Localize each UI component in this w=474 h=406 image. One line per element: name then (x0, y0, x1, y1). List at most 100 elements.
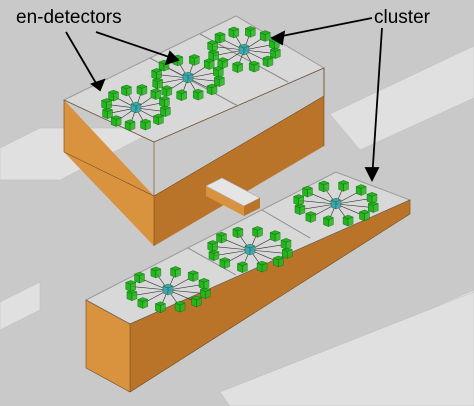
link-line (212, 46, 245, 51)
hub-icon (182, 71, 194, 84)
detector-icon (125, 280, 137, 292)
detector-icon (358, 209, 371, 222)
connector-bridge (205, 177, 261, 216)
detector-icon (192, 88, 204, 101)
detector-icon (152, 113, 165, 126)
detector-icon (281, 247, 293, 259)
detector-icon (107, 89, 120, 102)
link-line (299, 203, 337, 211)
detector-icon (110, 115, 122, 127)
callout-arrows (65, 17, 383, 183)
detector-icon (259, 30, 271, 42)
detector-icon (318, 180, 330, 193)
cluster-cell-3 (207, 26, 281, 73)
detector-icon (213, 75, 225, 87)
detector-icon (301, 185, 314, 198)
link-line (167, 289, 206, 294)
detector-icon (262, 55, 274, 68)
detector-icon (187, 270, 199, 282)
hub-icon (162, 283, 174, 296)
detector-icon (215, 231, 228, 244)
detector-icon (133, 271, 146, 284)
hub-icon (244, 243, 256, 256)
detector-icon (236, 261, 248, 273)
detector-icon (136, 84, 148, 96)
detector-icon (232, 61, 244, 73)
detector-icon (217, 57, 229, 69)
detector-icon (158, 96, 170, 108)
detector-icon (248, 60, 260, 73)
detector-icon (161, 85, 173, 97)
detector-icon (207, 240, 219, 252)
detector-icon (159, 105, 171, 117)
link-line (298, 200, 337, 205)
detector-icon (102, 107, 114, 120)
detector-icon (366, 192, 378, 204)
detector-icon (269, 47, 281, 59)
detector-icon (280, 238, 292, 250)
link-line (167, 283, 205, 291)
detector-icon (124, 119, 136, 131)
cluster-label: cluster (374, 7, 430, 28)
cluster-cell-4 (125, 266, 211, 313)
cluster-cell-1 (101, 84, 171, 131)
detector-icon (176, 89, 188, 101)
detector-icon (293, 194, 305, 206)
cluster-cell-5 (207, 226, 293, 273)
detector-icon (206, 83, 218, 96)
link-line (187, 77, 220, 82)
detector-icon (198, 278, 210, 290)
detector-icon (338, 180, 350, 192)
detector-icon (269, 230, 281, 242)
link-line (130, 286, 169, 291)
link-line (212, 246, 251, 251)
detector-icon (208, 249, 220, 262)
detector-icon (150, 266, 162, 279)
detector-icon (190, 295, 203, 308)
detector-icon (199, 287, 211, 299)
detector-icon (207, 40, 219, 52)
detector-icon (272, 255, 285, 268)
node-layer (101, 26, 379, 313)
detector-icon (322, 215, 334, 227)
detector-icon (244, 26, 256, 38)
hub-icon (330, 197, 342, 210)
detector-icon (228, 26, 240, 39)
detector-icon (151, 68, 163, 80)
detector-icon (355, 184, 367, 196)
detector-icon (120, 84, 132, 97)
detector-icon (126, 289, 138, 302)
link-line (249, 243, 287, 251)
detector-icon (294, 203, 306, 216)
link-line (243, 49, 276, 54)
link-line (249, 249, 288, 254)
link-line (156, 74, 189, 79)
detector-icon (203, 58, 215, 70)
detector-icon (256, 260, 268, 273)
en-detectors-label: en-detectors (16, 7, 122, 28)
detector-icon (188, 54, 200, 66)
detector-icon (137, 297, 149, 309)
upper-building (62, 15, 326, 246)
detector-icon (174, 300, 186, 313)
detector-icon (170, 266, 182, 278)
detector-icon (101, 98, 113, 110)
detector-icon (252, 226, 264, 238)
link-line (131, 289, 169, 297)
detector-icon (305, 211, 317, 223)
detector-icon (232, 226, 244, 239)
detector-icon (208, 49, 220, 62)
link-line (213, 249, 251, 257)
detector-icon (367, 201, 379, 213)
detector-icon (154, 301, 166, 313)
link-line (335, 203, 374, 208)
detector-icon (219, 257, 231, 269)
detector-icon (150, 88, 162, 100)
hub-icon (130, 101, 142, 114)
cluster-cell-6 (293, 180, 379, 227)
hub-icon (238, 43, 250, 56)
link-line (335, 197, 373, 205)
detector-icon (342, 214, 354, 227)
